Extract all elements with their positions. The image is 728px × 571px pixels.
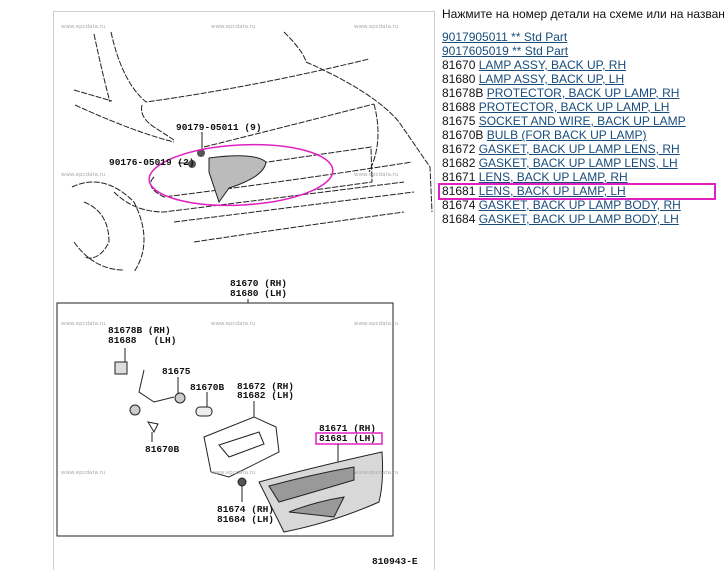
part-link[interactable]: BULB (FOR BACK UP LAMP) [486,128,647,142]
part-link[interactable]: GASKET, BACK UP LAMP LENS, RH [478,142,680,156]
part-link[interactable]: LAMP ASSY, BACK UP, LH [478,72,625,86]
part-row: 9017605019 ** Std Part [442,44,726,58]
part-link[interactable]: LENS, BACK UP LAMP, LH [478,184,626,198]
label-socket[interactable]: 81675 [162,366,191,377]
label-bolt1[interactable]: 90179-05011 (9) [176,122,262,133]
part-link[interactable]: PROTECTOR, BACK UP LAMP, RH [486,86,680,100]
label-bulb1[interactable]: 81670B [190,382,225,393]
part-link[interactable]: 9017905011 ** Std Part [442,30,568,44]
diagram-code: 810943-E [372,556,418,567]
part-row: 81681 LENS, BACK UP LAMP, LH [442,184,726,198]
part-row: 81670 LAMP ASSY, BACK UP, RH [442,58,726,72]
part-number: 81671 [442,170,476,184]
part-number: 81684 [442,212,476,226]
watermarks: www.epcdata.ru www.epcdata.ru www.epcdat… [61,24,399,476]
part-number: 81680 [442,72,476,86]
label-assy-rh[interactable]: 81670 (RH) [230,278,287,289]
part-row: 9017905011 ** Std Part [442,30,726,44]
label-lens-rh[interactable]: 81671 (RH) [319,423,376,434]
part-number: 81688 [442,100,476,114]
label-prot-rh[interactable]: 81678B (RH) [108,325,171,336]
parts-diagram[interactable]: 90179-05011 (9) 90176-05019 (2) 81670 (R… [53,11,435,570]
highlight-ellipse [148,143,334,207]
svg-text:www.epcdata.ru: www.epcdata.ru [354,470,399,476]
svg-text:www.epcdata.ru: www.epcdata.ru [61,470,106,476]
svg-text:www.epcdata.ru: www.epcdata.ru [211,24,256,30]
part-link[interactable]: GASKET, BACK UP LAMP LENS, LH [478,156,678,170]
part-number: 81674 [442,198,476,212]
part-row: 81678B PROTECTOR, BACK UP LAMP, RH [442,86,726,100]
label-prot-lh[interactable]: 81688 (LH) [108,335,176,346]
label-gasket-lh[interactable]: 81682 (LH) [237,390,294,401]
parts-list: Нажмите на номер детали на схеме или на … [442,7,726,226]
label-gasket-rh[interactable]: 81672 (RH) [237,381,294,392]
part-number: 81672 [442,142,476,156]
part-link[interactable]: LENS, BACK UP LAMP, RH [478,170,628,184]
part-row: 81688 PROTECTOR, BACK UP LAMP, LH [442,100,726,114]
part-row: 81675 SOCKET AND WIRE, BACK UP LAMP [442,114,726,128]
part-row: 81672 GASKET, BACK UP LAMP LENS, RH [442,142,726,156]
part-number: 81670 [442,58,476,72]
part-number: 81670B [442,128,484,142]
part-link[interactable]: LAMP ASSY, BACK UP, RH [478,58,627,72]
svg-text:www.epcdata.ru: www.epcdata.ru [354,321,399,327]
label-bulb2[interactable]: 81670B [145,444,180,455]
highlight-box-diagram [315,432,383,445]
part-link[interactable]: 9017605019 ** Std Part [442,44,569,58]
part-row: 81684 GASKET, BACK UP LAMP BODY, LH [442,212,726,226]
svg-text:www.epcdata.ru: www.epcdata.ru [61,321,106,327]
part-link[interactable]: GASKET, BACK UP LAMP BODY, RH [478,198,681,212]
part-link[interactable]: SOCKET AND WIRE, BACK UP LAMP [478,114,686,128]
part-number: 81682 [442,156,476,170]
svg-text:www.epcdata.ru: www.epcdata.ru [354,24,399,30]
part-link[interactable]: GASKET, BACK UP LAMP BODY, LH [478,212,679,226]
part-number: 81681 [442,184,476,198]
svg-text:www.epcdata.ru: www.epcdata.ru [354,172,399,178]
part-number: 81678B [442,86,484,100]
highlight-row-box [438,183,716,200]
svg-text:www.epcdata.ru: www.epcdata.ru [211,470,256,476]
part-row: 81670B BULB (FOR BACK UP LAMP) [442,128,726,142]
part-row: 81671 LENS, BACK UP LAMP, RH [442,170,726,184]
label-bolt2[interactable]: 90176-05019 (2) [109,157,195,168]
label-body-lh[interactable]: 81684 (LH) [217,514,274,525]
instruction-text: Нажмите на номер детали на схеме или на … [442,7,725,21]
svg-text:www.epcdata.ru: www.epcdata.ru [61,172,106,178]
part-number: 81675 [442,114,476,128]
part-row: 81682 GASKET, BACK UP LAMP LENS, LH [442,156,726,170]
label-assy-lh[interactable]: 81680 (LH) [230,288,287,299]
svg-text:www.epcdata.ru: www.epcdata.ru [211,321,256,327]
svg-text:www.epcdata.ru: www.epcdata.ru [61,24,106,30]
part-link[interactable]: PROTECTOR, BACK UP LAMP, LH [478,100,670,114]
part-row: 81674 GASKET, BACK UP LAMP BODY, RH [442,198,726,212]
label-lens-lh[interactable]: 81681 (LH) [319,433,376,444]
part-row: 81680 LAMP ASSY, BACK UP, LH [442,72,726,86]
label-body-rh[interactable]: 81674 (RH) [217,504,274,515]
